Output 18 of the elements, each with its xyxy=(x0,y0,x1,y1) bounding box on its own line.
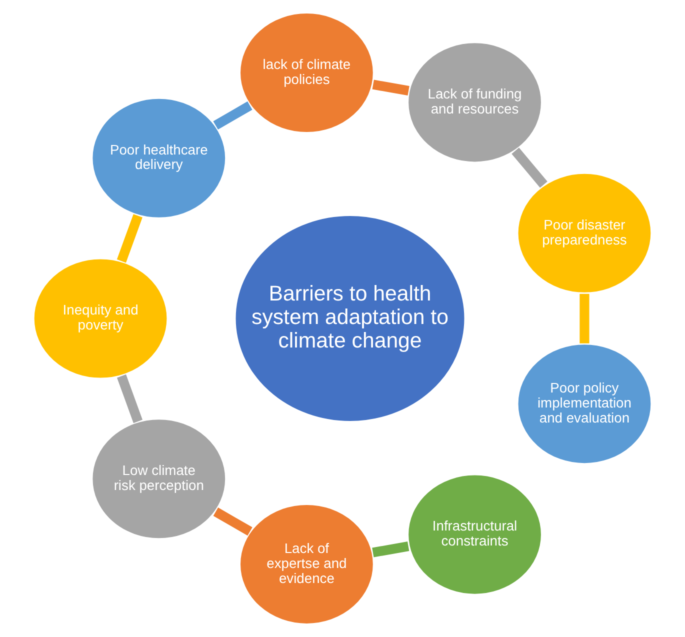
node-ellipse: Infrastructural constraints xyxy=(406,473,544,596)
node-ellipse: Poor policy implementation and evaluation xyxy=(516,342,653,466)
connector xyxy=(372,542,410,558)
node-ellipse: Inequity and poverty xyxy=(32,257,169,380)
connector xyxy=(372,80,410,96)
node-ellipse: Low climate risk perception xyxy=(90,417,228,540)
connector xyxy=(116,374,142,424)
connector xyxy=(116,214,142,263)
node-ellipse: Poor disaster preparedness xyxy=(516,172,653,295)
node-ellipse: Lack of funding and resources xyxy=(406,41,544,164)
node-ellipse: Poor healthcare delivery xyxy=(90,96,228,220)
connector xyxy=(580,294,590,344)
node-ellipse: Barriers to health system adaptation to climate change xyxy=(234,214,466,424)
connector xyxy=(512,148,548,188)
connector xyxy=(213,101,252,130)
node-ellipse: Lack of expertse and evidence xyxy=(238,502,376,626)
node-ellipse: lack of climate policies xyxy=(238,11,376,134)
connector xyxy=(213,508,252,536)
